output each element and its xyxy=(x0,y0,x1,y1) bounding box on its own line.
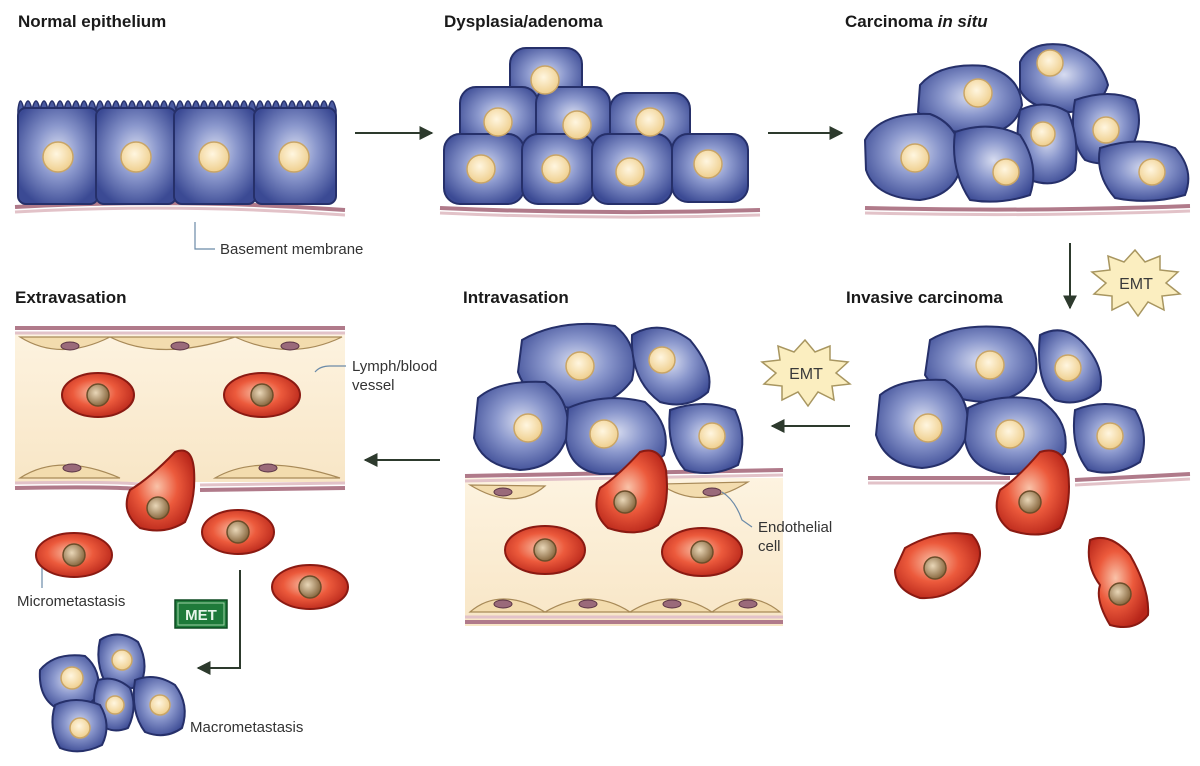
dysplasia-panel xyxy=(439,47,761,219)
extravasation-tumor-cells xyxy=(35,372,349,610)
arrow-to-macrometastasis xyxy=(196,570,241,675)
label-macrometastasis: Macrometastasis xyxy=(190,719,304,736)
title-intravasation: Intravasation xyxy=(463,288,569,307)
emt-badge-2-text: EMT xyxy=(789,366,823,383)
endothelial-cell-leader xyxy=(721,491,753,528)
normal-epithelium-panel xyxy=(14,100,346,250)
emt-badge-2: EMT xyxy=(760,338,852,408)
columnar-cells xyxy=(17,100,337,205)
title-carcinoma-in-situ: Carcinoma in situ xyxy=(845,12,988,32)
cis-cells xyxy=(863,43,1190,203)
label-endo-line1: Endothelial xyxy=(758,519,833,536)
title-extravasation: Extravasation xyxy=(15,288,127,307)
emt-badge-1: EMT xyxy=(1090,248,1182,318)
invasive-blue-cells xyxy=(874,325,1145,476)
basement-membrane-3 xyxy=(864,204,1191,217)
intravasation-tumor-cells xyxy=(504,449,743,577)
title-normal-epithelium: Normal epithelium xyxy=(18,12,167,31)
intravasation-panel xyxy=(464,322,784,626)
label-lymph-line2: vessel xyxy=(352,377,395,394)
emt-badge-1-text: EMT xyxy=(1119,276,1153,293)
label-basement-membrane: Basement membrane xyxy=(220,241,364,258)
dysplastic-cells xyxy=(443,47,749,205)
met-badge: MET xyxy=(174,599,228,629)
label-lymph-blood-vessel: Lymph/blood vessel xyxy=(352,357,437,395)
title-carcinoma-text: Carcinoma xyxy=(845,12,938,31)
intravasation-blue-cells xyxy=(472,322,744,476)
lymph-vessel-leader xyxy=(314,365,346,373)
carcinoma-in-situ-panel xyxy=(863,43,1191,217)
invasive-tumor-cells xyxy=(893,449,1150,628)
basement-membrane-2 xyxy=(439,206,761,219)
title-invasive-carcinoma: Invasive carcinoma xyxy=(846,288,1003,307)
basement-membrane-leader xyxy=(194,222,215,250)
title-in-situ-text: in situ xyxy=(937,12,988,31)
basement-membrane-4 xyxy=(868,472,1191,487)
extravasation-panel: MET xyxy=(14,326,349,753)
label-endo-line2: cell xyxy=(758,538,781,555)
invasive-carcinoma-panel xyxy=(868,325,1191,628)
label-endothelial-cell: Endothelial cell xyxy=(758,518,832,556)
title-dysplasia: Dysplasia/adenoma xyxy=(444,12,603,31)
macrometastasis-cluster xyxy=(38,633,186,753)
met-badge-text: MET xyxy=(185,607,217,624)
label-lymph-line1: Lymph/blood xyxy=(352,358,438,375)
label-micrometastasis: Micrometastasis xyxy=(17,593,126,610)
